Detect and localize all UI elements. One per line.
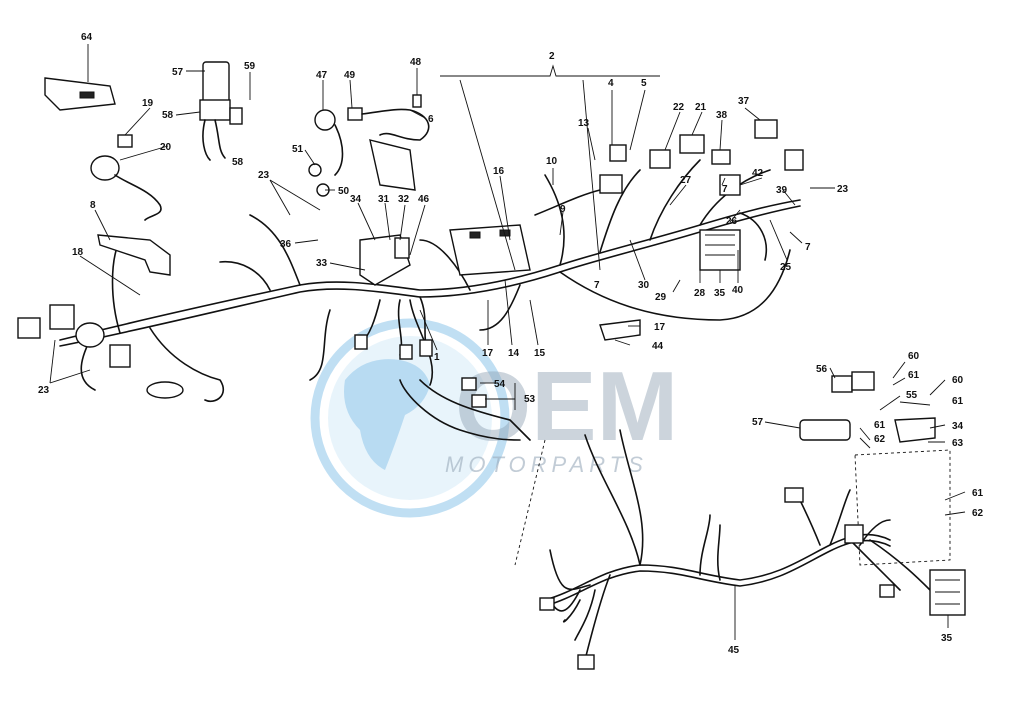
callout-15: 15 [534,348,546,359]
callout-56: 56 [816,364,828,375]
callout-57: 57 [172,67,184,78]
callout-2: 2 [549,51,555,62]
callout-22: 22 [673,102,685,113]
callout-55: 55 [906,390,918,401]
callout-34: 34 [952,421,964,432]
callout-64: 64 [81,32,93,43]
callout-27: 27 [680,175,692,186]
callout-44: 44 [652,341,664,352]
main-harness [59,159,801,441]
callout-7: 7 [594,280,600,291]
callout-61: 61 [908,370,920,381]
callout-38: 38 [716,110,728,121]
callout-7: 7 [722,184,728,195]
callout-61: 61 [952,396,964,407]
callout-47: 47 [316,70,328,81]
callout-45: 45 [728,645,740,656]
callout-26: 26 [726,216,738,227]
callout-35: 35 [941,633,953,644]
callout-62: 62 [972,508,984,519]
callout-23: 23 [837,184,849,195]
callout-50: 50 [338,186,350,197]
watermark: OEM MOTORPARTS [310,318,678,518]
callout-6: 6 [428,114,434,125]
callout-57: 57 [752,417,764,428]
callout-17: 17 [654,322,666,333]
callout-23: 23 [38,385,50,396]
callout-63: 63 [952,438,964,449]
watermark-sub: MOTORPARTS [445,452,648,477]
callout-28: 28 [694,288,706,299]
callout-25: 25 [780,262,792,273]
callout-23: 23 [258,170,270,181]
callout-29: 29 [655,292,667,303]
callout-16: 16 [493,166,505,177]
callout-4: 4 [608,78,614,89]
callout-10: 10 [546,156,558,167]
callout-33: 33 [316,258,328,269]
callout-30: 30 [638,280,650,291]
callout-17: 17 [482,348,494,359]
callout-53: 53 [524,394,536,405]
callout-59: 59 [244,61,256,72]
callout-21: 21 [695,102,707,113]
callout-35: 35 [714,288,726,299]
callout-18: 18 [72,247,84,258]
callout-62: 62 [874,434,886,445]
callout-61: 61 [874,420,886,431]
callout-60: 60 [908,351,920,362]
callout-42: 42 [752,168,764,179]
callout-58: 58 [162,110,174,121]
callout-58: 58 [232,157,244,168]
callout-20: 20 [160,142,172,153]
callout-5: 5 [641,78,647,89]
callout-48: 48 [410,57,422,68]
callout-36: 36 [280,239,292,250]
callout-49: 49 [344,70,356,81]
callout-13: 13 [578,118,590,129]
callout-40: 40 [732,285,744,296]
callout-60: 60 [952,375,964,386]
callout-54: 54 [494,379,506,390]
callout-14: 14 [508,348,520,359]
callout-8: 8 [90,200,96,211]
callout-51: 51 [292,144,304,155]
callout-37: 37 [738,96,750,107]
callout-31: 31 [378,194,390,205]
callout-19: 19 [142,98,154,109]
callout-46: 46 [418,194,430,205]
callout-34: 34 [350,194,362,205]
callout-7: 7 [805,242,811,253]
callout-9: 9 [560,204,566,215]
watermark-brand: OEM [455,351,678,461]
parts [17,61,966,670]
callout-39: 39 [776,185,788,196]
callout-labels: 64 57 59 58 58 19 20 47 49 48 6 51 50 23… [38,32,984,656]
leader-lines [49,44,966,640]
callout-1: 1 [434,352,440,363]
callout-61: 61 [972,488,984,499]
callout-32: 32 [398,194,410,205]
